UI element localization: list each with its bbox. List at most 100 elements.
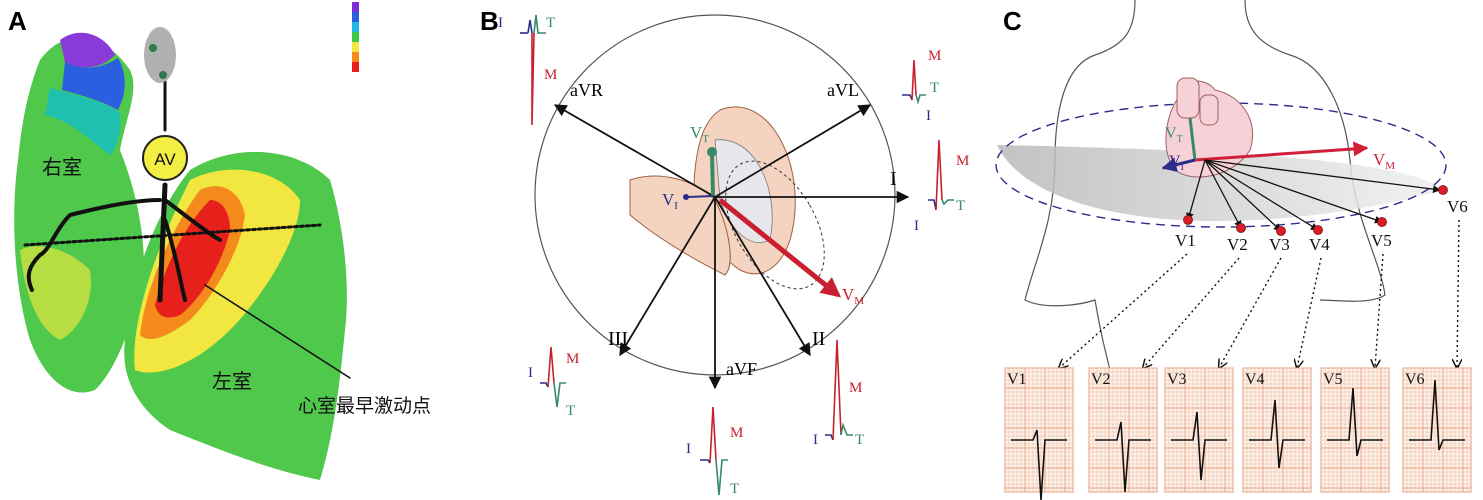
c-vector-i-label: VI	[1169, 153, 1184, 173]
panel-a-label: A	[8, 6, 27, 36]
ecg-trace	[1011, 429, 1067, 500]
c-vector-t-label: VT	[1165, 125, 1183, 145]
lead-ii-label: II	[812, 328, 825, 350]
ecg-strip-label: V6	[1405, 371, 1425, 388]
panel-b-label: B	[480, 6, 499, 36]
right-ventricle-cyan-region	[45, 88, 121, 155]
earliest-activation-label: 心室最早激动点	[298, 395, 431, 417]
dotted-link-v6	[1457, 219, 1459, 368]
heart-3d	[1165, 77, 1254, 178]
ecg-strip-v3: V3	[1164, 367, 1234, 493]
color-scale-swatch	[352, 52, 359, 62]
wave-ii: M T I	[813, 339, 864, 448]
lead-iii-label: III	[608, 328, 628, 350]
electrode-v1	[1183, 215, 1193, 225]
wave-i-m: M	[956, 153, 969, 169]
vector-i-arrow	[1161, 157, 1196, 173]
lead-avf-label: aVF	[726, 359, 757, 379]
ecg-trace	[1409, 379, 1465, 451]
dotted-link-v1	[1059, 253, 1188, 368]
panel-b-svg: B aVR aVL I II	[480, 6, 969, 497]
wave-ii-m: M	[849, 380, 862, 396]
electrodes: V1 V2 V3 V4 V5 V6	[1175, 185, 1468, 254]
lead-avl-label: aVL	[827, 80, 859, 100]
ecg-strip-v6: V6	[1402, 367, 1472, 493]
dotted-link-v4	[1297, 257, 1322, 368]
vector-t-arrow	[1188, 117, 1197, 161]
color-scale-swatch	[352, 62, 359, 72]
lead-i-label: I	[890, 168, 897, 190]
right-ventricle-purple-region	[60, 32, 115, 68]
wave-avf-i: I	[686, 441, 691, 457]
electrode-v2	[1236, 223, 1246, 233]
color-scale-swatch	[352, 32, 359, 42]
wave-i-t: T	[956, 198, 965, 214]
vector-t-label: VT	[690, 123, 709, 145]
wave-iii-i: I	[528, 365, 533, 381]
wave-avl-i: I	[926, 108, 931, 124]
left-ventricle-label: 左室	[212, 369, 252, 393]
electrode-rays	[1186, 159, 1441, 232]
wave-avr-i: I	[498, 15, 503, 31]
dotted-link-v5	[1375, 253, 1384, 368]
electrode-label-v5: V5	[1371, 231, 1392, 250]
ecg-strip-v1: V1	[1004, 367, 1074, 500]
wave-i-i: I	[914, 218, 919, 234]
electrode-label-v4: V4	[1309, 235, 1330, 254]
electrode-label-v2: V2	[1227, 235, 1248, 254]
color-scale-bar	[352, 2, 359, 72]
vector-m-arrow	[1194, 141, 1369, 162]
electrode-v3	[1276, 226, 1286, 236]
panel-a-activation-map: A AV	[0, 0, 470, 500]
wave-i: M T I	[914, 139, 969, 234]
wave-ii-i: I	[813, 432, 818, 448]
wave-iii: I M T	[528, 346, 579, 419]
ecg-trace	[1095, 421, 1151, 493]
cardiac-vectors	[683, 147, 842, 298]
ecg-strip-label: V3	[1167, 371, 1187, 388]
av-node: AV	[142, 27, 188, 181]
lead-avr-label: aVR	[570, 80, 603, 100]
torso-outline	[1024, 0, 1386, 371]
ecg-strips: V1 V2 V3 V4 V5 V6	[1004, 367, 1472, 500]
ecg-strip-label: V2	[1091, 371, 1111, 388]
wave-iii-t: T	[566, 403, 575, 419]
color-scale-swatch	[352, 22, 359, 32]
wave-avl-t: T	[930, 80, 939, 96]
wave-ii-t: T	[855, 432, 864, 448]
c-vector-m-label: VM	[1373, 150, 1395, 172]
lead-axes	[553, 104, 910, 390]
right-ventricle-yellow-region	[20, 246, 91, 340]
ecg-strip-v5: V5	[1320, 367, 1390, 493]
vector-i-label: VI	[662, 190, 678, 212]
left-ventricle-red-region	[155, 200, 230, 318]
electrode-label-v6: V6	[1447, 197, 1468, 216]
wave-avl: M T I	[902, 48, 941, 124]
wave-avl-m: M	[928, 48, 941, 64]
wave-avr-m: M	[544, 67, 557, 83]
av-node-label: AV	[154, 150, 176, 169]
electrode-label-v3: V3	[1269, 235, 1290, 254]
dotted-link-v3	[1219, 257, 1282, 368]
ecg-trace	[1327, 387, 1383, 457]
wave-avf: I M T	[686, 406, 743, 497]
panel-b-frontal-leads: B aVR aVL I II	[480, 0, 980, 500]
dotted-links	[1059, 219, 1459, 368]
dotted-link-v2	[1143, 257, 1240, 368]
vector-m-label: VM	[842, 285, 864, 307]
right-ventricle-label: 右室	[42, 155, 82, 179]
electrode-label-v1: V1	[1175, 231, 1196, 250]
wave-iii-m: M	[566, 351, 579, 367]
electrode-v6	[1438, 185, 1448, 195]
wave-avf-m: M	[730, 425, 743, 441]
electrode-v4	[1313, 225, 1323, 235]
ecg-strip-label: V4	[1245, 371, 1265, 388]
color-scale-swatch	[352, 12, 359, 22]
panel-c-label: C	[1003, 6, 1022, 36]
ecg-trace	[1171, 411, 1227, 481]
ecg-strip-label: V5	[1323, 371, 1343, 388]
wave-avr: I T M	[498, 14, 557, 126]
ecg-trace	[1249, 399, 1305, 469]
